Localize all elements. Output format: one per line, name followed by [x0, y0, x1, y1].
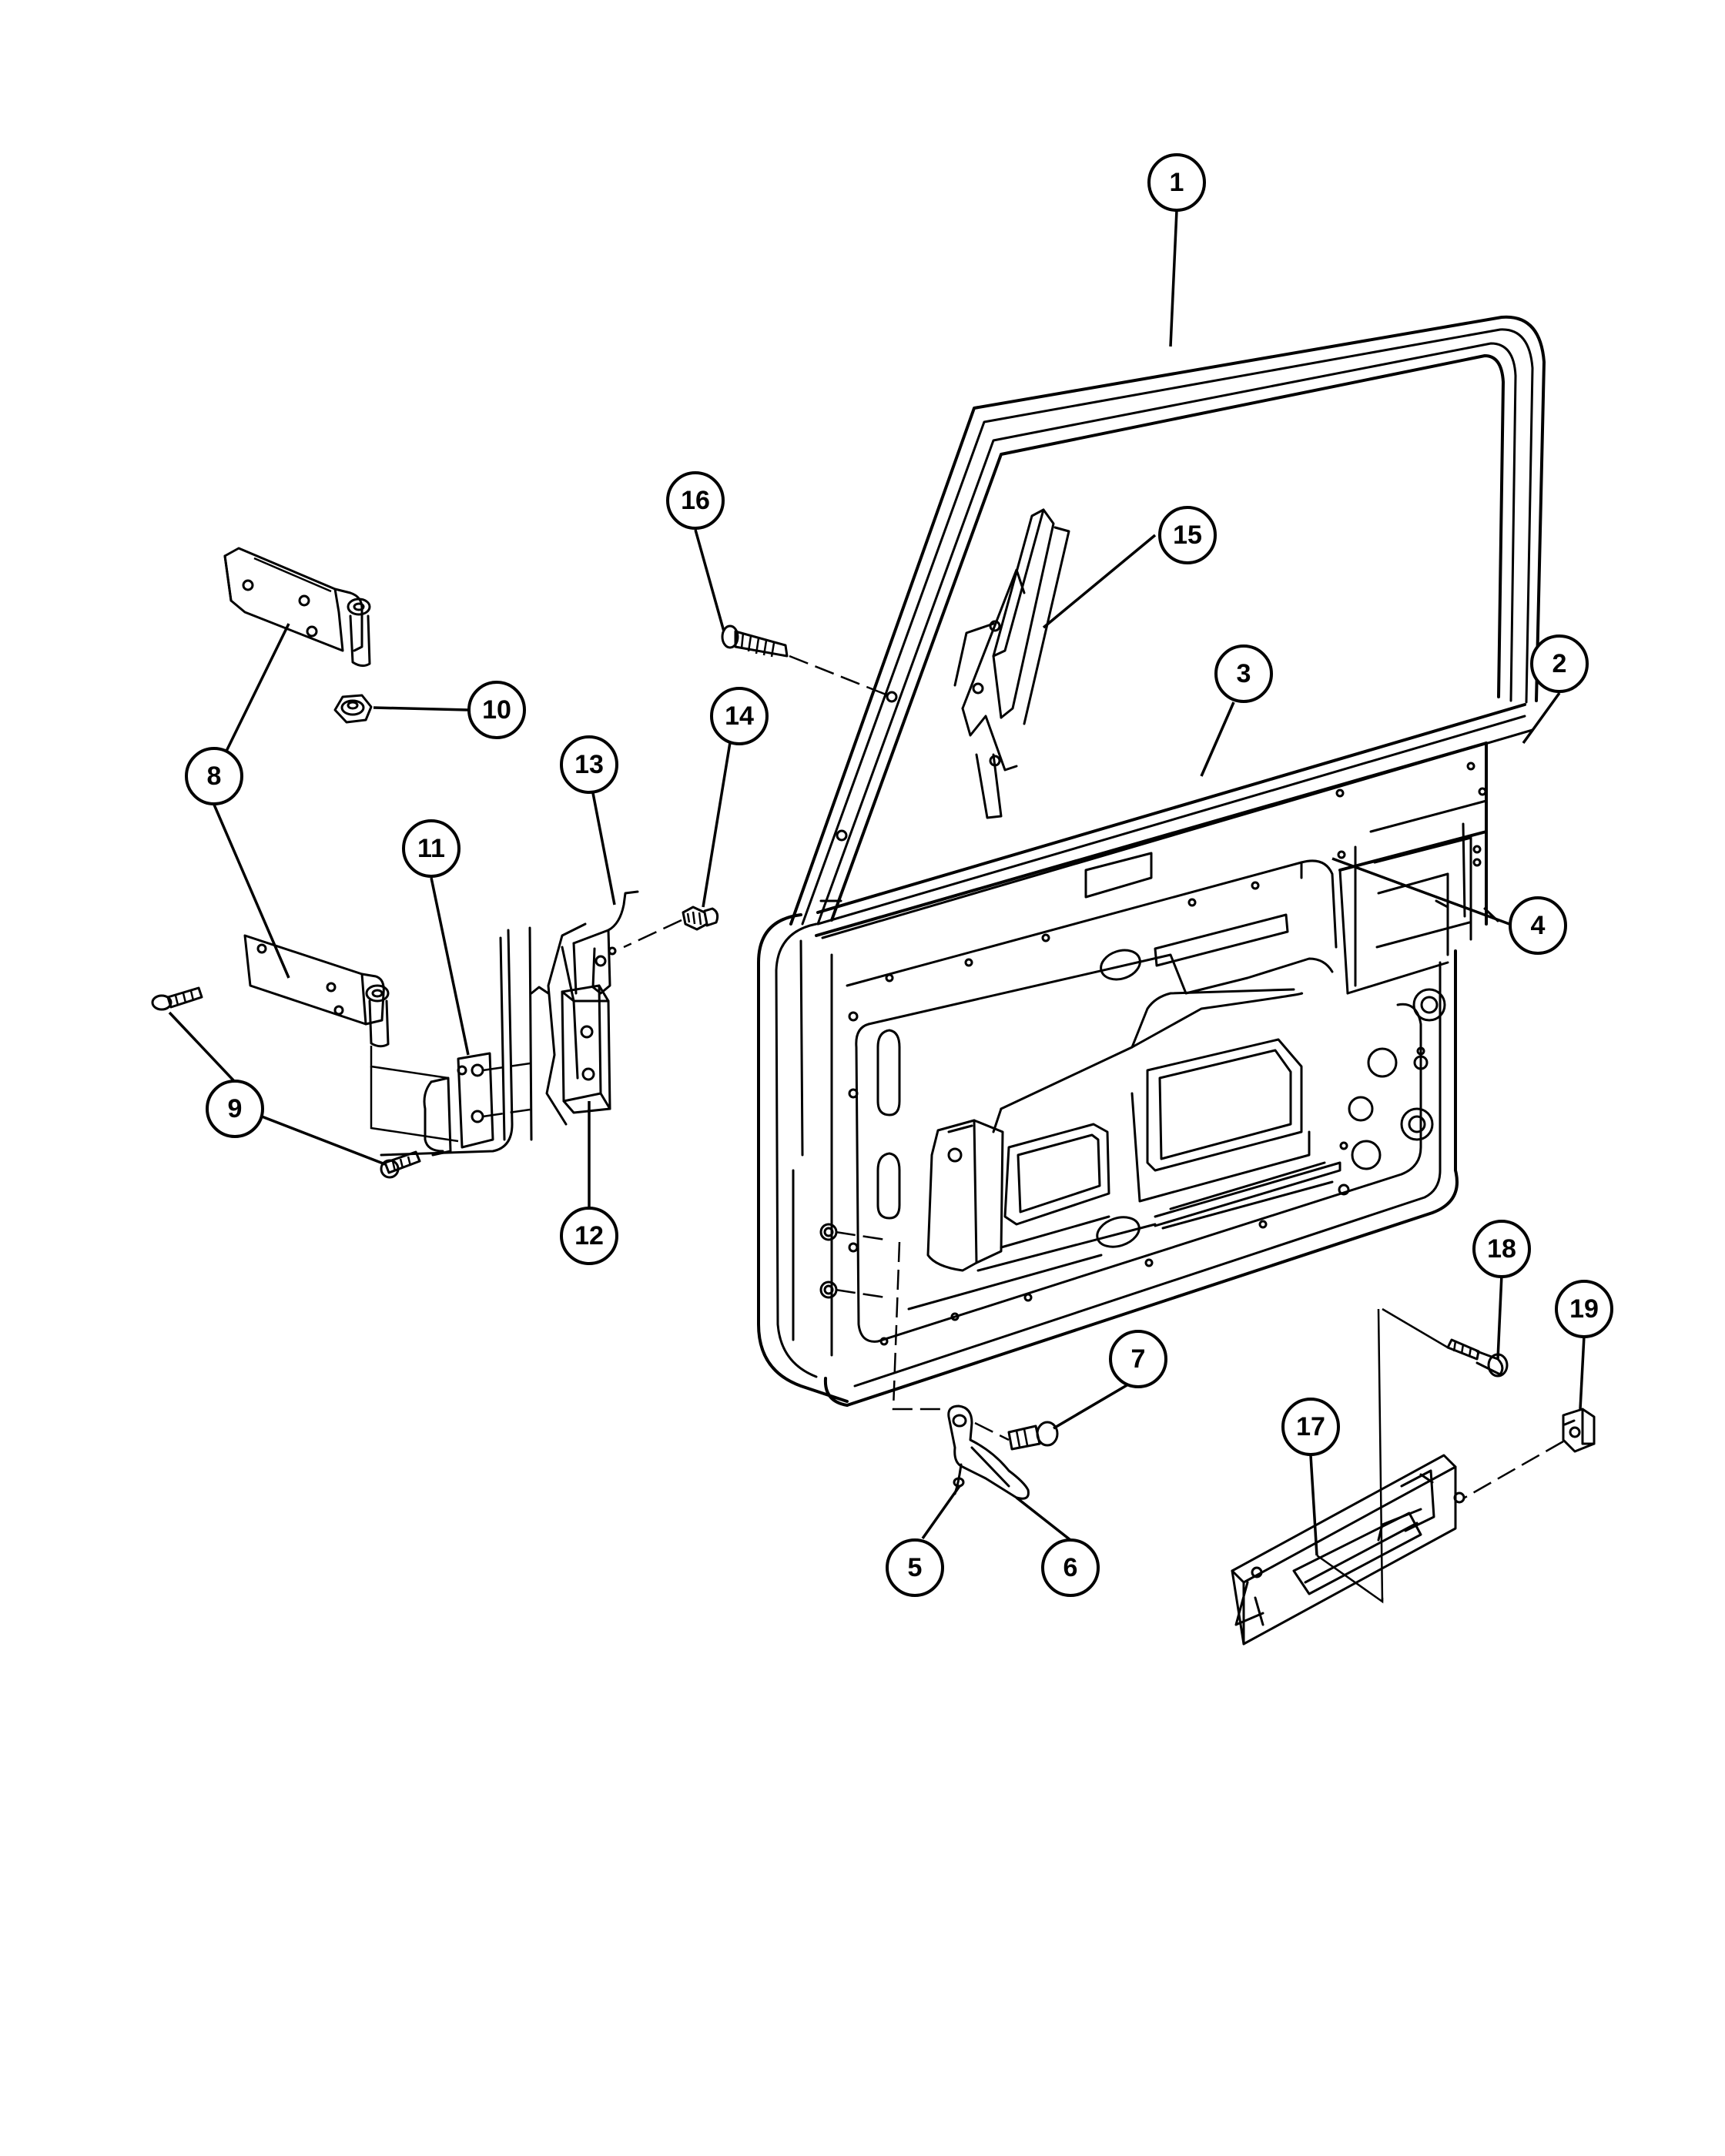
- callout-4: 4: [1509, 896, 1567, 955]
- upper-door-hinge: [223, 547, 371, 668]
- cage-nut-19: [1464, 1408, 1596, 1499]
- callout-3: 3: [1214, 644, 1273, 703]
- hinge-screw-lower-9: [380, 1150, 421, 1179]
- svg-text:2: 2: [1552, 649, 1567, 678]
- svg-text:10: 10: [482, 695, 511, 725]
- striker-plate-17: [1231, 1307, 1465, 1645]
- svg-text:1: 1: [1170, 168, 1184, 197]
- callout-9: 9: [206, 1080, 264, 1138]
- callout-13: 13: [560, 735, 618, 794]
- svg-text:13: 13: [574, 750, 604, 779]
- svg-text:19: 19: [1569, 1294, 1599, 1324]
- svg-text:14: 14: [725, 701, 754, 731]
- callout-14: 14: [710, 687, 769, 745]
- hinge-screw-upper-9: [151, 986, 203, 1011]
- callout-11: 11: [402, 819, 461, 878]
- door-check-bracket-13: [530, 890, 639, 995]
- hinge-bracket-12: [545, 922, 611, 1126]
- callout-15: 15: [1158, 506, 1217, 564]
- door-window-frame: [789, 315, 1546, 926]
- callout-12: 12: [560, 1207, 618, 1265]
- svg-text:9: 9: [228, 1094, 243, 1123]
- window-division-channel: [953, 508, 1070, 819]
- callout-6: 6: [1041, 1538, 1100, 1597]
- callout-7: 7: [1109, 1330, 1167, 1388]
- bolt-14: [623, 906, 719, 949]
- svg-text:12: 12: [574, 1221, 604, 1250]
- svg-text:6: 6: [1063, 1553, 1078, 1582]
- svg-text:7: 7: [1131, 1344, 1146, 1374]
- svg-text:17: 17: [1296, 1412, 1325, 1441]
- svg-text:16: 16: [681, 486, 710, 515]
- callout-17: 17: [1281, 1398, 1340, 1456]
- svg-text:11: 11: [417, 834, 445, 863]
- door-latch-reinforcement: [1338, 742, 1499, 995]
- svg-text:18: 18: [1487, 1234, 1516, 1264]
- svg-text:3: 3: [1237, 659, 1251, 688]
- callout-2: 2: [1530, 634, 1589, 693]
- callout-16: 16: [666, 471, 725, 530]
- callout-10: 10: [467, 681, 526, 739]
- a-pillar-hinge-mount: [380, 926, 536, 1157]
- svg-text:15: 15: [1173, 521, 1202, 550]
- door-check-strap: [835, 1230, 1030, 1500]
- check-strap-screw-7: [974, 1421, 1059, 1451]
- callout-19: 19: [1555, 1280, 1613, 1338]
- door-inner-panel: [757, 742, 1488, 1407]
- callout-8: 8: [185, 747, 243, 805]
- callout-5: 5: [886, 1538, 944, 1597]
- svg-text:5: 5: [908, 1553, 923, 1582]
- callout-18: 18: [1472, 1220, 1531, 1278]
- callout-1: 1: [1147, 153, 1206, 212]
- lower-door-hinge: [243, 934, 459, 1143]
- hinge-nut-10: [333, 694, 373, 724]
- screw-16: [721, 624, 898, 842]
- leader-lines: [168, 209, 1586, 1556]
- svg-text:8: 8: [207, 762, 222, 791]
- svg-text:4: 4: [1531, 911, 1546, 940]
